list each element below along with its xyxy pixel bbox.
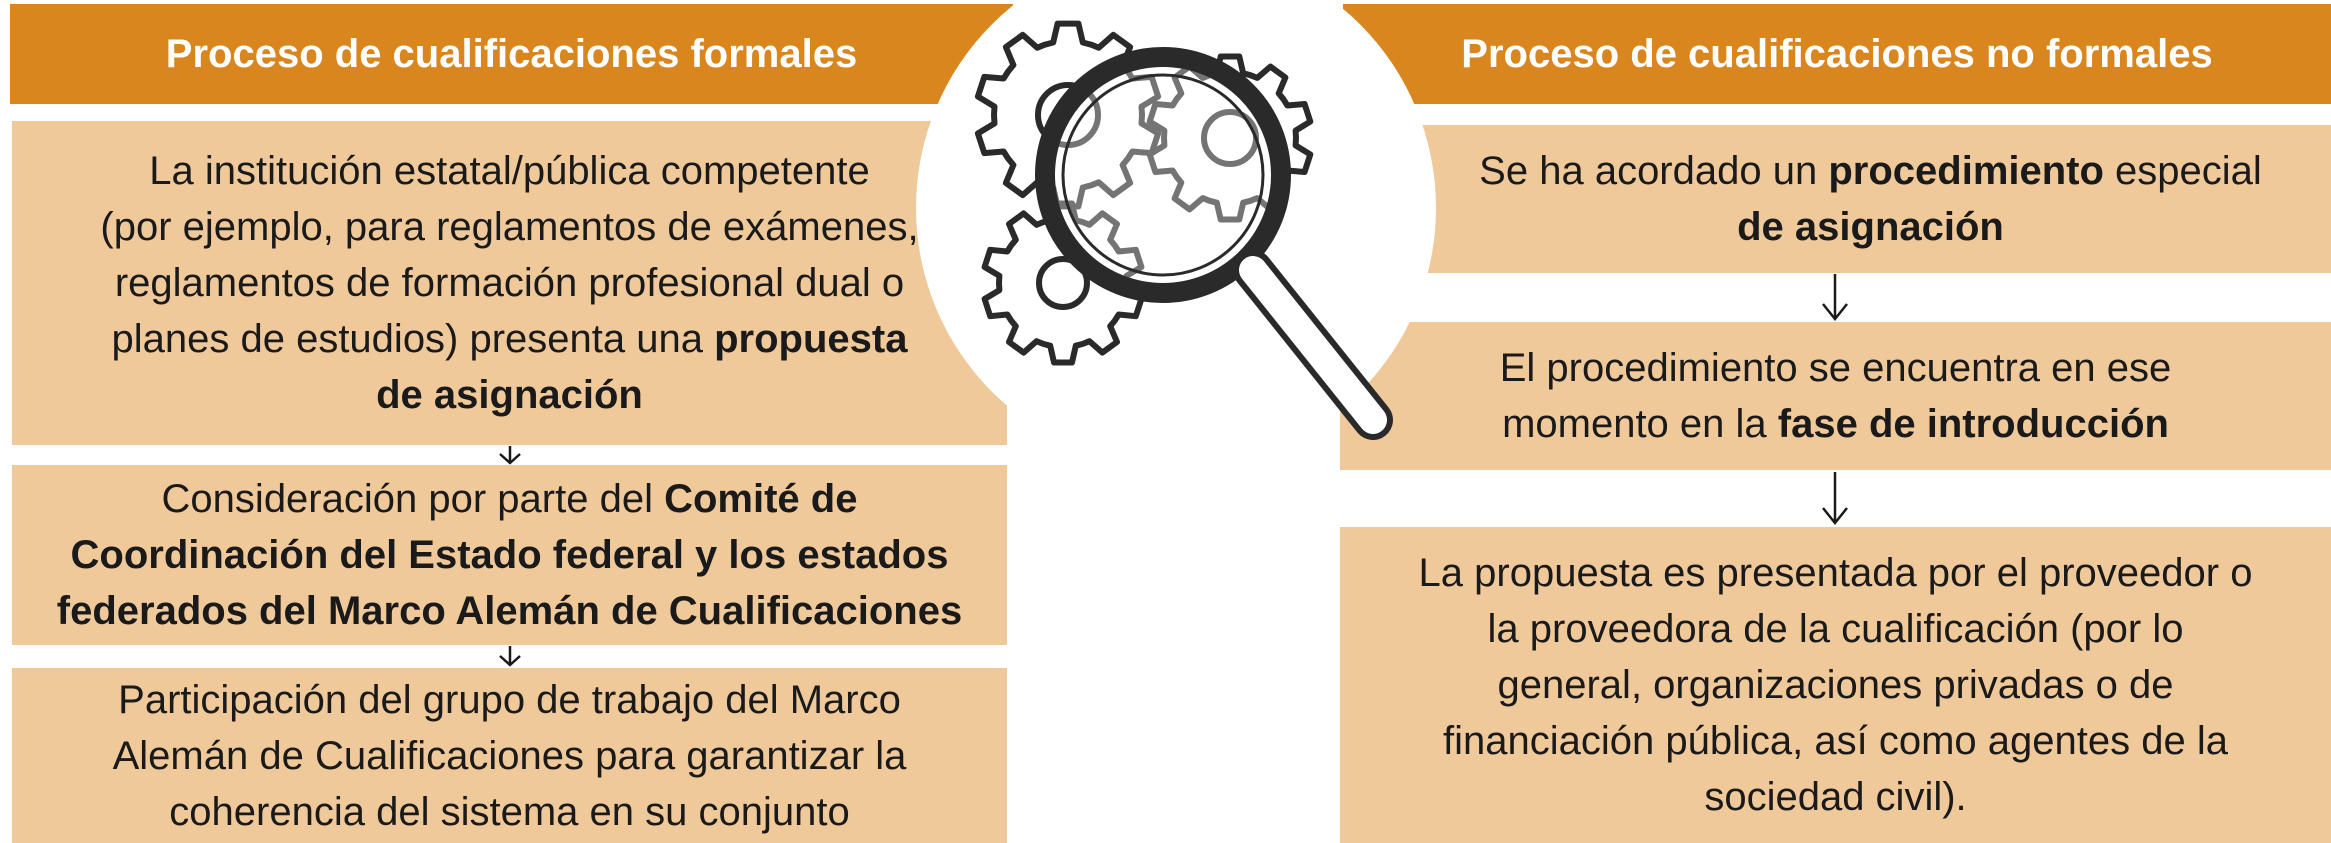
arrow-down-icon	[499, 446, 521, 465]
step-text: La propuesta es presentada por el provee…	[1419, 545, 2253, 825]
nonformal-process-title: Proceso de cualificaciones no formales	[1461, 31, 2213, 76]
text: planes de estudios) presenta una	[111, 317, 715, 361]
text: momento en la	[1502, 402, 1778, 446]
formal-step-1: La institución estatal/pública competent…	[12, 121, 1007, 445]
bold-text: propuesta	[714, 317, 908, 361]
formal-step-2: Consideración por parte del Comité de Coo…	[12, 465, 1007, 645]
gears-magnifier-icon	[974, 20, 1393, 440]
text: Participación del grupo de trabajo del M…	[118, 677, 901, 722]
text: El procedimiento se encuentra en ese	[1499, 346, 2172, 390]
text: especial	[2103, 149, 2262, 193]
bold-text: Comité de	[664, 477, 858, 521]
bold-text: procedimiento	[1828, 149, 2104, 193]
step-text: Participación del grupo de trabajo del M…	[113, 672, 907, 840]
arrow-down-icon	[1822, 472, 1848, 526]
step-text: Consideración por parte del Comité de Coo…	[57, 471, 962, 639]
text: coherencia del sistema en su conjunto	[169, 789, 850, 834]
bold-text: de asignación	[1737, 205, 2004, 249]
text: La propuesta es presentada por el provee…	[1418, 551, 2253, 595]
formal-process-header: Proceso de cualificaciones formales	[10, 4, 1013, 104]
arrow-down-icon	[499, 646, 521, 667]
step-text: El procedimiento se encuentra en ese mome…	[1500, 340, 2172, 452]
text: general, organizaciones privadas o de	[1497, 663, 2174, 707]
gear-icon	[1146, 53, 1314, 223]
bold-text: fase de introducción	[1777, 402, 2169, 446]
bold-text: de asignación	[376, 373, 643, 417]
text: Consideración por parte del	[161, 477, 665, 521]
text: financiación pública, así como agentes d…	[1443, 719, 2228, 763]
nonformal-step-1: Se ha acordado un procedimiento especial…	[1410, 125, 2331, 273]
magnifier-icon	[1035, 47, 1393, 440]
nonformal-process-header: Proceso de cualificaciones no formales	[1343, 4, 2331, 104]
text: la proveedora de la cualificación (por l…	[1487, 607, 2184, 651]
text: La institución estatal/pública competent…	[149, 149, 870, 193]
step-text: La institución estatal/pública competent…	[100, 143, 918, 423]
bold-text: federados del Marco Alemán de Cualificac…	[56, 589, 963, 633]
text: Se ha acordado un	[1479, 149, 1829, 193]
nonformal-step-3: La propuesta es presentada por el provee…	[1340, 527, 2331, 843]
gear-icon	[974, 20, 1162, 210]
arrow-down-icon	[1822, 274, 1848, 322]
bold-text: Coordinación del Estado federal y los es…	[70, 533, 949, 577]
text: reglamentos de formación profesional dua…	[114, 261, 905, 305]
text: (por ejemplo, para reglamentos de exámen…	[100, 205, 919, 249]
step-text: Se ha acordado un procedimiento especial…	[1479, 143, 2262, 255]
text: sociedad civil).	[1704, 775, 1967, 819]
formal-step-3: Participación del grupo de trabajo del M…	[12, 668, 1007, 843]
formal-process-title: Proceso de cualificaciones formales	[165, 31, 858, 76]
gear-icon	[981, 200, 1145, 366]
gear-hole	[1036, 256, 1090, 310]
text: Alemán de Cualificaciones para garantiza…	[112, 733, 907, 778]
nonformal-step-2: El procedimiento se encuentra en ese mome…	[1340, 322, 2331, 470]
